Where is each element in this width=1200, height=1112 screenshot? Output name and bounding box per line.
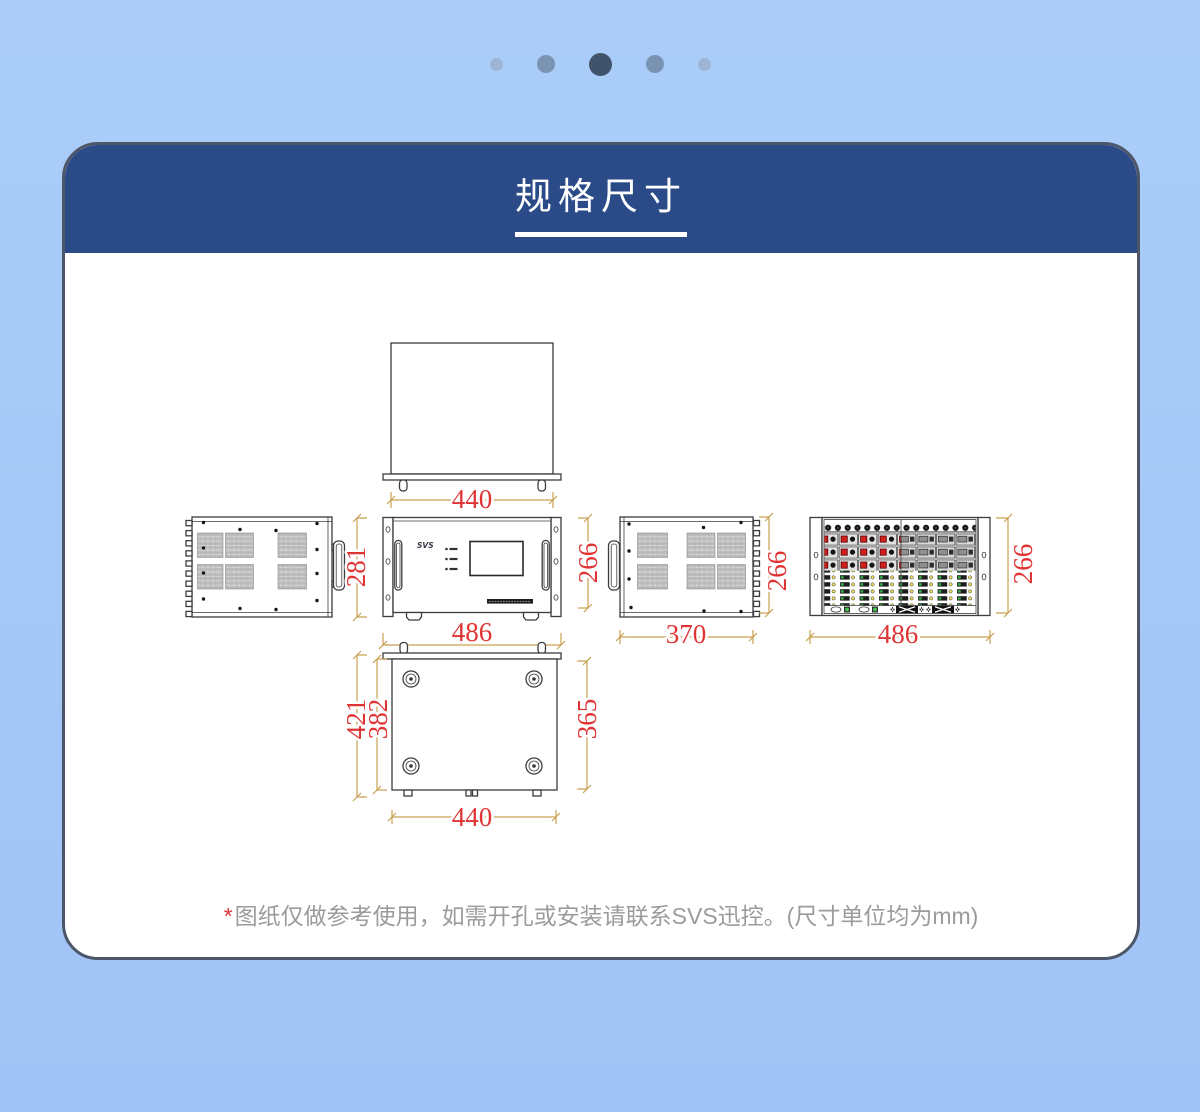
footnote-asterisk: * (223, 903, 233, 929)
carousel-dot-4[interactable] (645, 55, 664, 73)
carousel-dot-2[interactable] (536, 55, 555, 73)
carousel-dot-3-active[interactable] (588, 52, 612, 76)
carousel (0, 52, 1200, 76)
title-underline (515, 231, 687, 237)
footnote-unit-note: (尺寸单位均为mm) (786, 903, 979, 929)
carousel-dot-5[interactable] (697, 57, 711, 71)
spec-card: 规格尺寸 *图纸仅做参考使用，如需开孔或安装请联系SVS迅控。(尺寸单位均为mm… (62, 142, 1140, 960)
page-title: 规格尺寸 (515, 175, 687, 217)
footnote-text: 图纸仅做参考使用，如需开孔或安装请联系SVS迅控。 (234, 903, 787, 929)
carousel-dot-1[interactable] (489, 57, 503, 71)
card-header: 规格尺寸 (65, 145, 1137, 253)
footnote: *图纸仅做参考使用，如需开孔或安装请联系SVS迅控。(尺寸单位均为mm) (65, 897, 1137, 931)
